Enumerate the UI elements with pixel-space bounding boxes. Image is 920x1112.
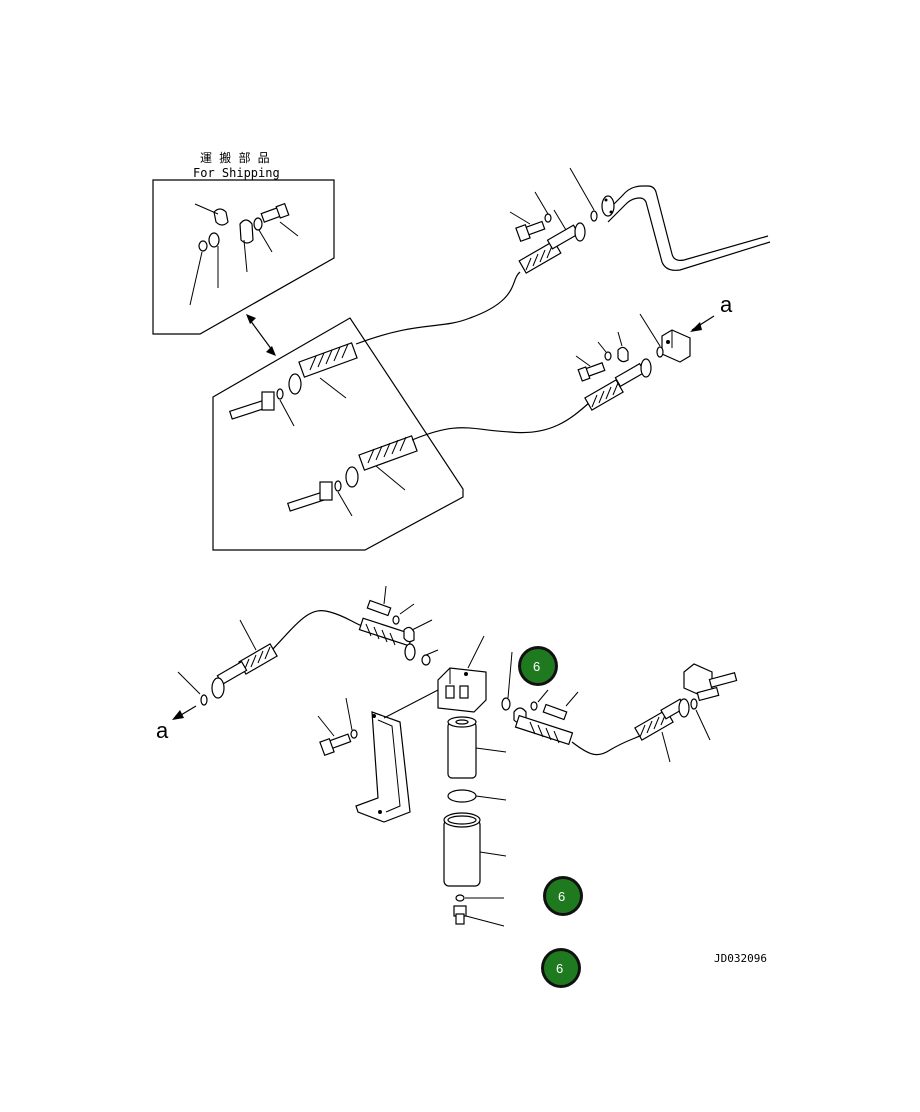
callout-badge-6-middle[interactable]: 6 — [543, 876, 583, 916]
hose-end-lower-middle — [358, 585, 439, 666]
hose-fitting-lower — [345, 435, 418, 491]
hose-end-right-middle — [575, 313, 664, 411]
drain-o-ring — [455, 894, 504, 902]
shipping-split-flange — [239, 219, 254, 273]
bolt-top-right — [509, 211, 546, 243]
callout-badge-6-lower[interactable]: 6 — [541, 948, 581, 988]
upper-hose-lines — [355, 271, 591, 441]
badge-label: 6 — [556, 961, 563, 976]
adapter-lower — [286, 480, 353, 517]
hose-end-top-right — [518, 222, 586, 274]
mounting-bracket — [355, 689, 439, 823]
shipping-title-jp: 運 搬 部 品 — [200, 150, 270, 165]
shipping-seal — [189, 240, 208, 306]
flange-top-right — [601, 195, 615, 217]
badge-label: 6 — [558, 889, 565, 904]
shipping-parts-box: 運 搬 部 品 For Shipping — [152, 150, 335, 335]
hose-end-far-right — [634, 663, 738, 763]
filter-case — [443, 812, 507, 887]
view-label-a-top: a — [720, 292, 733, 317]
valve-block-right: a — [661, 292, 733, 363]
adapter-upper — [228, 388, 295, 427]
double-arrow — [246, 314, 276, 356]
drain-plug — [453, 905, 505, 927]
view-label-a-bottom: a — [156, 718, 169, 743]
shipping-washer — [253, 217, 273, 253]
hose-fitting-upper — [288, 342, 358, 399]
filter-head — [437, 635, 487, 713]
o-ring-top-right — [569, 167, 598, 222]
shipping-title-en: For Shipping — [193, 166, 280, 180]
drawing-number: JD032096 — [714, 952, 767, 965]
alternate-fitting-box — [212, 317, 464, 551]
shipping-bolt — [260, 202, 299, 237]
hose-end-lower-left: a — [156, 619, 278, 743]
tube-assembly-top-right — [509, 167, 771, 274]
shipping-clamp-half — [194, 203, 229, 226]
shipping-o-ring — [208, 232, 220, 288]
hose-end-lower-right-fitting — [501, 651, 579, 746]
filter-seal — [447, 789, 507, 803]
washer-top-right — [534, 191, 567, 231]
badge-label: 6 — [533, 659, 540, 674]
filter-element — [447, 716, 507, 779]
callout-badge-6-upper[interactable]: 6 — [518, 646, 558, 686]
bracket-bolt — [317, 697, 358, 757]
